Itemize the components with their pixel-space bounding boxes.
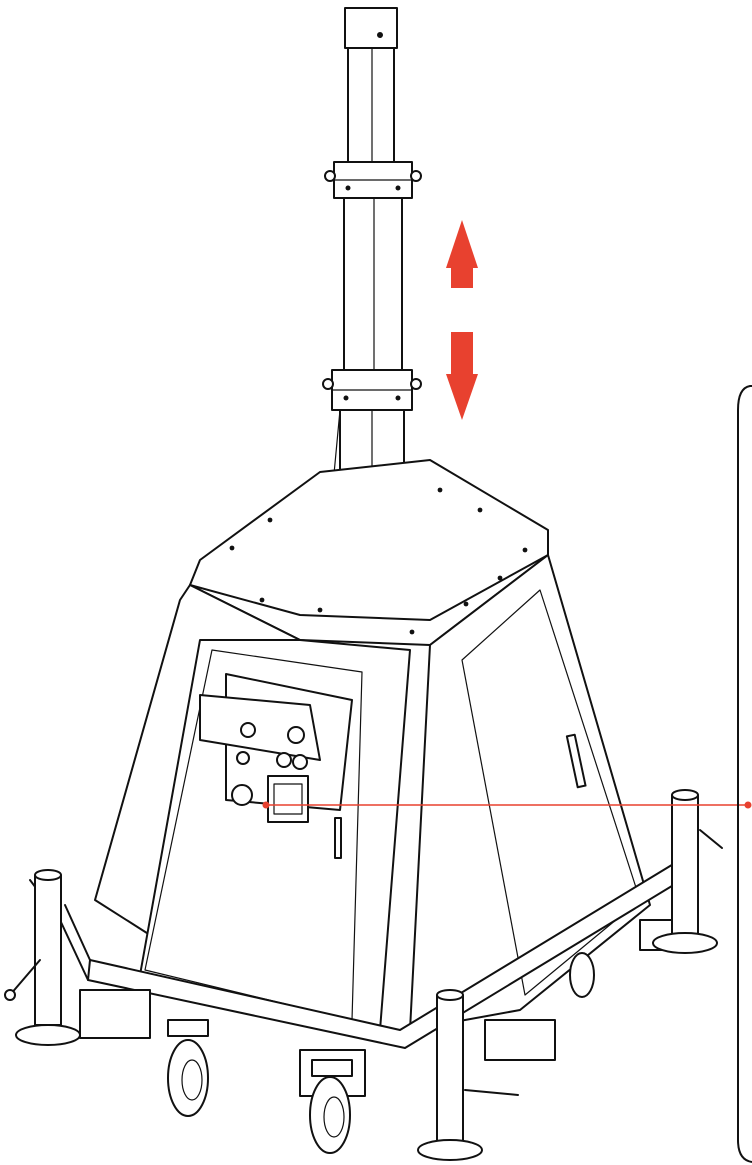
control-panel (199, 673, 353, 823)
callout-dot-end (744, 801, 752, 809)
callout-dot-start (262, 801, 270, 809)
mast-clamp-upper (324, 161, 422, 199)
jack-front-center (417, 989, 519, 1161)
caster-wheel-right (569, 952, 595, 998)
telescopic-mast (315, 7, 422, 585)
mast-clamp-lower (322, 369, 422, 411)
jack-right (652, 789, 723, 954)
callout-leader (262, 801, 752, 809)
up-down-arrow-icon (446, 220, 478, 420)
caster-wheel-left (167, 1019, 209, 1117)
caster-wheel-center (309, 1059, 353, 1154)
side-callout-panel (737, 385, 752, 1163)
jack-front-left (4, 869, 81, 1046)
mast-top-cap (344, 7, 398, 49)
socket-icon (231, 784, 253, 806)
indicator-light-icon (240, 722, 256, 738)
